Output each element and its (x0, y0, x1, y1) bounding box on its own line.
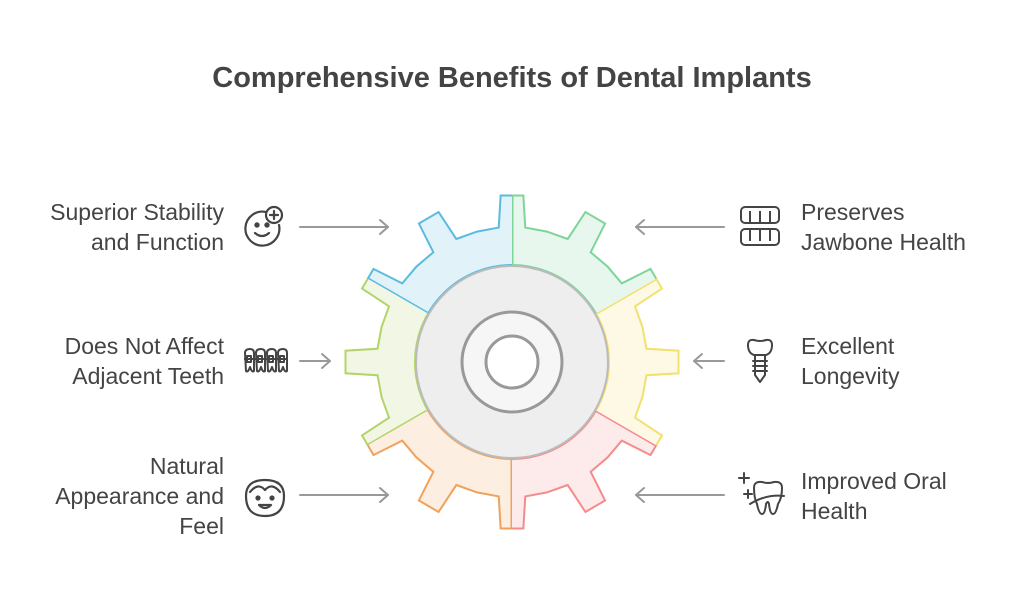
arrow-jawbone (635, 219, 725, 235)
dentures-icon (740, 206, 780, 246)
smile-plus-icon (244, 205, 284, 247)
arrow-longevity (693, 353, 725, 369)
arrow-stability (299, 219, 389, 235)
sector-adjacent (344, 262, 429, 462)
page-title: Comprehensive Benefits of Dental Implant… (212, 62, 812, 94)
face-icon (244, 478, 286, 518)
benefit-adjacent-label: Does Not Affect Adjacent Teeth (64, 333, 224, 389)
benefit-jawbone-label: Preserves Jawbone Health (801, 199, 966, 255)
benefit-stability-label: Superior Stability and Function (50, 199, 224, 255)
sector-jawbone-outline (512, 194, 680, 314)
arrow-appearance (299, 487, 389, 503)
gear-axle-hole (484, 334, 540, 390)
arrow-oral-health (635, 487, 725, 503)
implant-icon (747, 338, 773, 383)
clean-tooth-icon (738, 472, 785, 515)
benefit-longevity-label: Excellent Longevity (801, 333, 900, 389)
benefit-appearance-label: Natural Appearance and Feel (55, 453, 224, 539)
sector-longevity (595, 262, 680, 462)
benefit-oral-health-label: Improved Oral Health (801, 468, 947, 524)
arrow-adjacent (299, 353, 331, 369)
braces-icon (244, 348, 288, 373)
